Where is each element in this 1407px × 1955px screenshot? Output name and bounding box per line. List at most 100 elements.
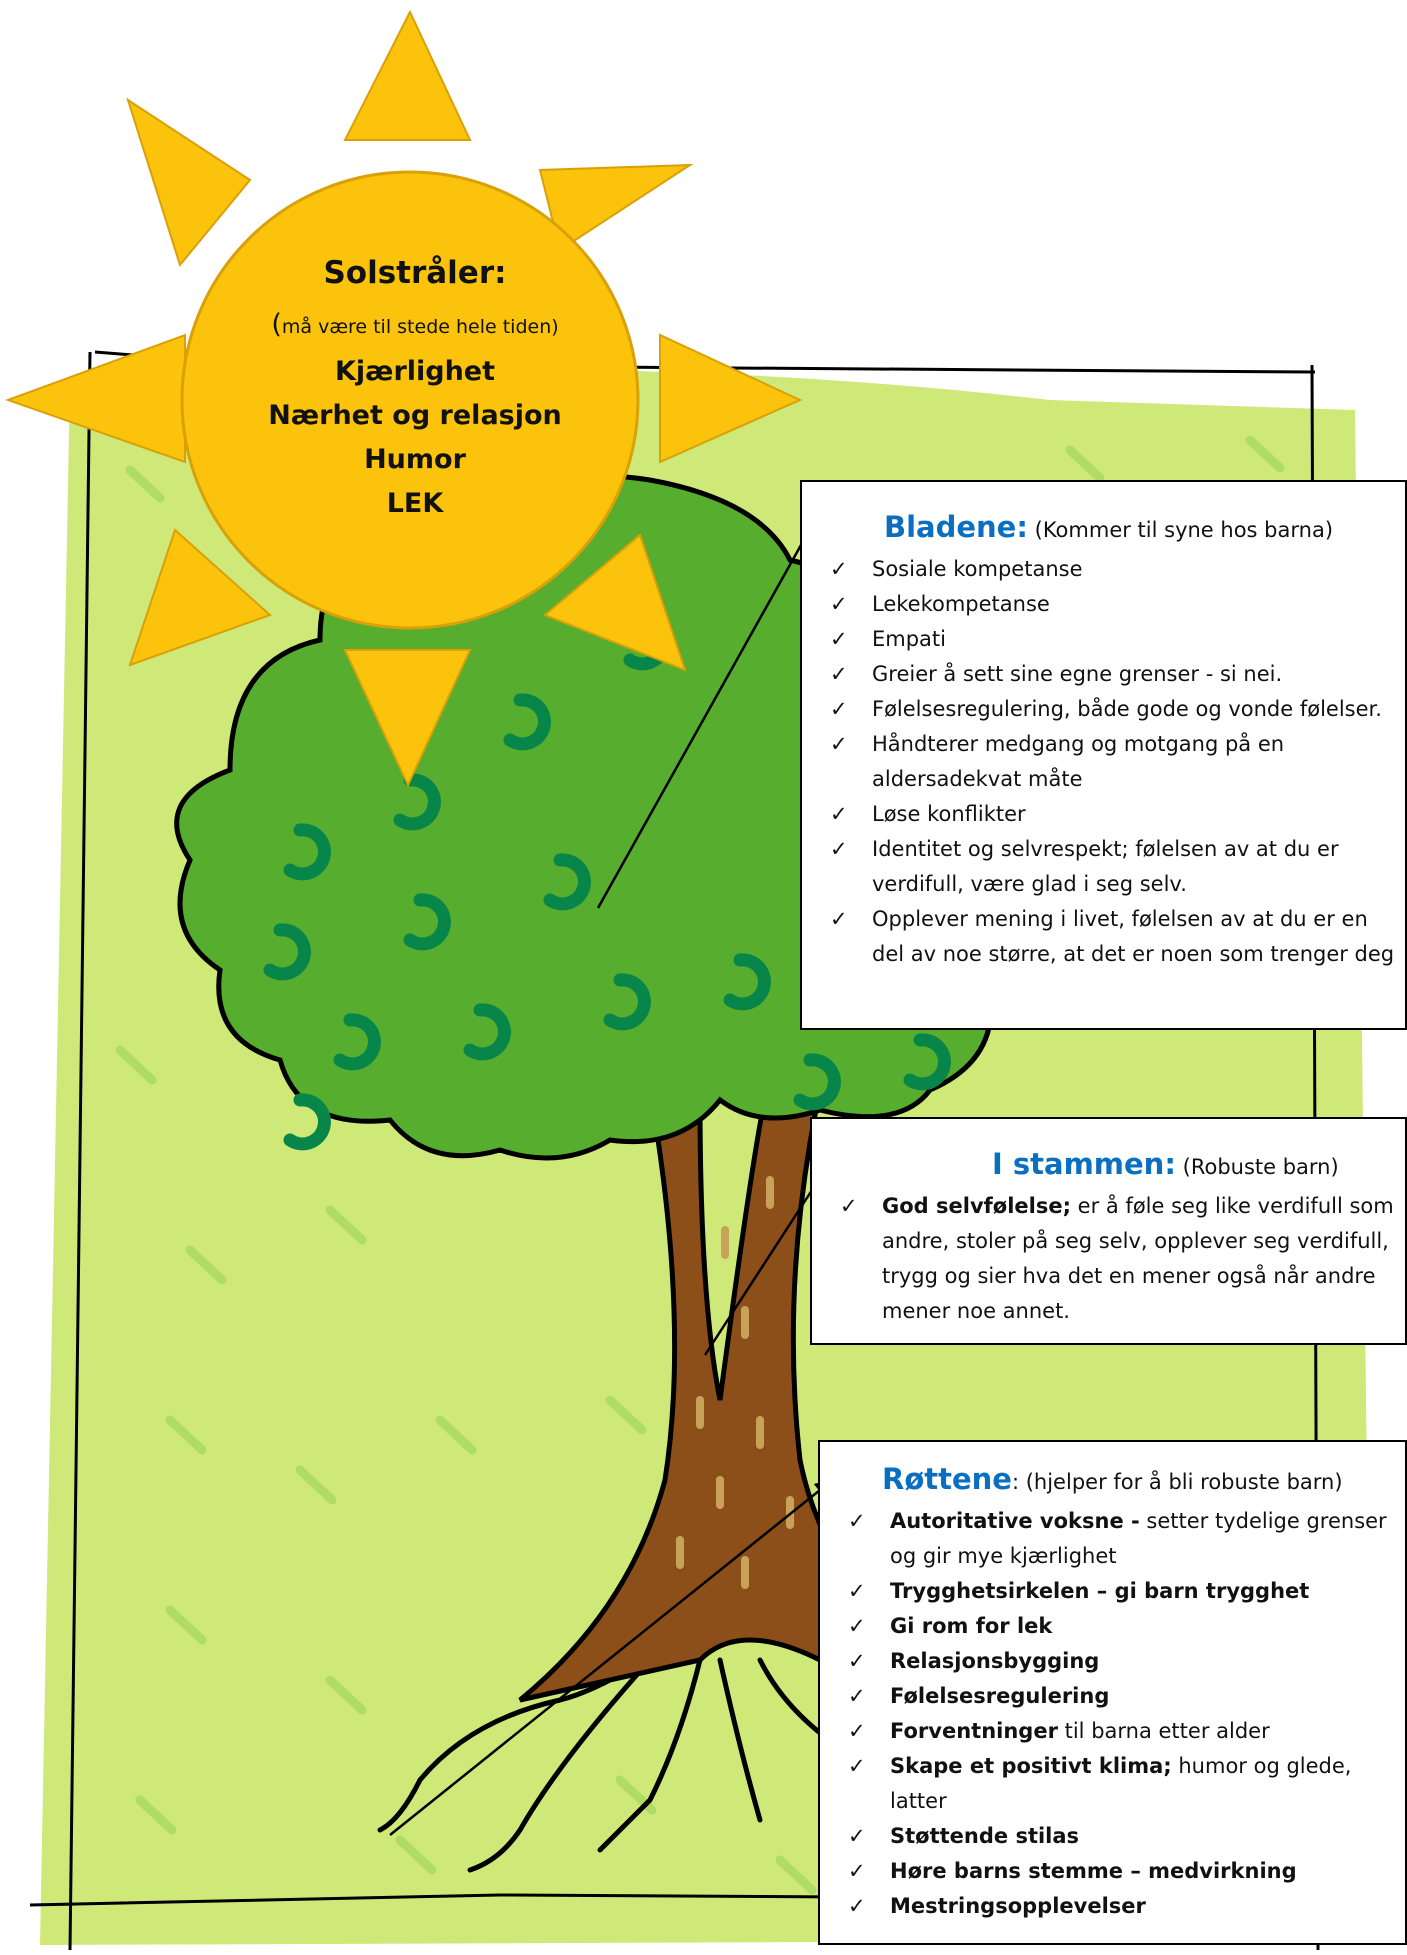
- check-icon: ✓: [830, 662, 848, 686]
- check-icon: ✓: [840, 1194, 858, 1218]
- list-item-bold: Trygghetsirkelen – gi barn trygghet: [890, 1579, 1310, 1603]
- check-icon: ✓: [830, 907, 848, 931]
- list-item: ✓ God selvfølelse; er å føle seg like ver…: [840, 1189, 1402, 1329]
- list-item: ✓ Trygghetsirkelen – gi barn trygghet: [848, 1574, 1400, 1609]
- list-item: ✓ Forventninger til barna etter alder: [848, 1714, 1400, 1749]
- trunk-subheading: (Robuste barn): [1182, 1155, 1339, 1179]
- list-item-bold: Gi rom for lek: [890, 1614, 1053, 1638]
- check-icon: ✓: [830, 732, 848, 756]
- sun-subtitle: (må være til stede hele tiden): [170, 309, 660, 340]
- list-item: ✓ Empati: [830, 622, 1402, 657]
- roots-heading-colon: :: [1011, 1470, 1020, 1494]
- leaves-callout: Bladene: (Kommer til syne hos barna) ✓ So…: [800, 480, 1407, 1030]
- list-item-bold: Mestringsopplevelser: [890, 1894, 1146, 1918]
- check-icon: ✓: [848, 1684, 866, 1708]
- check-icon: ✓: [848, 1719, 866, 1743]
- list-item-text: Sosiale kompetanse: [872, 557, 1083, 581]
- list-item: ✓ Håndterer medgang og motgang på en alde…: [830, 727, 1402, 797]
- list-item-text: til barna etter alder: [1057, 1719, 1270, 1743]
- check-icon: ✓: [848, 1579, 866, 1603]
- list-item-bold: God selvfølelse;: [882, 1194, 1071, 1218]
- trunk-list: ✓ God selvfølelse; er å føle seg like ver…: [840, 1189, 1402, 1329]
- list-item-bold: Skape et positivt klima;: [890, 1754, 1172, 1778]
- check-icon: ✓: [830, 627, 848, 651]
- list-item-text-a: Opplever mening i livet: [872, 907, 1119, 931]
- list-item-bold: Høre barns stemme – medvirkning: [890, 1859, 1297, 1883]
- check-icon: ✓: [830, 557, 848, 581]
- list-item: ✓ Skape et positivt klima; humor og glede…: [848, 1749, 1400, 1819]
- list-item: ✓ Opplever mening i livet, følelsen av at…: [830, 902, 1402, 972]
- tree-trunk: [518, 1077, 905, 1703]
- check-icon: ✓: [848, 1894, 866, 1918]
- sun-title: Solstråler:: [323, 255, 507, 291]
- check-icon: ✓: [848, 1614, 866, 1638]
- check-icon: ✓: [848, 1754, 866, 1778]
- sun-item: LEK: [386, 488, 444, 519]
- check-icon: ✓: [848, 1649, 866, 1673]
- leaves-subheading: (Kommer til syne hos barna): [1034, 518, 1334, 542]
- list-item: ✓ Støttende stilas: [848, 1819, 1400, 1854]
- list-item-text: Løse konflikter: [872, 802, 1026, 826]
- list-item-text: er å føle seg like verdifull som andre, …: [882, 1194, 1394, 1323]
- trunk-callout: I stammen: (Robuste barn) ✓ God selvfølel…: [810, 1117, 1407, 1345]
- list-item-bold: Relasjonsbygging: [890, 1649, 1100, 1673]
- sun-subtitle-text: må være til stede hele tiden): [281, 316, 559, 338]
- list-item-bold: Følelsesregulering: [890, 1684, 1110, 1708]
- roots-list: ✓ Autoritative voksne - setter tydelige g…: [848, 1504, 1400, 1924]
- list-item: ✓ Sosiale kompetanse: [830, 552, 1402, 587]
- list-item-text: Identitet og selvrespekt; følelsen av at…: [872, 837, 1339, 896]
- list-item: ✓ Høre barns stemme – medvirkning: [848, 1854, 1400, 1889]
- roots-heading: Røttene: [882, 1462, 1012, 1496]
- list-item-text: Følelsesregulering, både gode og vonde f…: [872, 697, 1382, 721]
- leaf-swirls: [263, 613, 951, 1151]
- roots-heading-row: Røttene: (hjelper for å bli robuste barn…: [882, 1462, 1343, 1496]
- sun-disc: [180, 170, 640, 630]
- list-item-text: Håndterer medgang og motgang på en alder…: [872, 732, 1285, 791]
- list-item: ✓ Gi rom for lek: [848, 1609, 1400, 1644]
- check-icon: ✓: [848, 1859, 866, 1883]
- list-item-bold: Forventninger: [890, 1719, 1058, 1743]
- list-item-text: Greier å sett sine egne grenser - si nei…: [872, 662, 1283, 686]
- list-item: ✓ Følelsesregulering: [848, 1679, 1400, 1714]
- check-icon: ✓: [830, 592, 848, 616]
- arrow-to-leaves: [596, 516, 817, 909]
- sun-subtitle-paren: (: [271, 309, 282, 340]
- list-item: ✓ Greier å sett sine egne grenser - si ne…: [830, 657, 1402, 692]
- check-icon: ✓: [848, 1824, 866, 1848]
- check-icon: ✓: [848, 1509, 866, 1533]
- trunk-marks: [676, 1176, 794, 1589]
- leaves-list: ✓ Sosiale kompetanse ✓ Lekekompetanse ✓ Emp…: [830, 552, 1402, 972]
- sun-item: Nærhet og relasjon: [268, 400, 562, 431]
- list-item: ✓ Mestringsopplevelser: [848, 1889, 1400, 1924]
- list-item-bold: Autoritative voksne -: [890, 1509, 1140, 1533]
- list-item: ✓ Identitet og selvrespekt; følelsen av a…: [830, 832, 1402, 902]
- list-item: ✓ Relasjonsbygging: [848, 1644, 1400, 1679]
- leaves-heading: Bladene:: [884, 510, 1028, 544]
- list-item: ✓ Løse konflikter: [830, 797, 1402, 832]
- sun-item: Humor: [364, 444, 466, 475]
- list-item: ✓ Autoritative voksne - setter tydelige g…: [848, 1504, 1400, 1574]
- sun-item: Kjærlighet: [334, 356, 496, 387]
- check-icon: ✓: [830, 697, 848, 721]
- trunk-heading-row: I stammen: (Robuste barn): [992, 1147, 1339, 1181]
- list-item-text: Lekekompetanse: [872, 592, 1050, 616]
- list-item-bold: Støttende stilas: [890, 1824, 1080, 1848]
- sun-label: Solstråler: (må være til stede hele tide…: [170, 255, 660, 526]
- check-icon: ✓: [830, 802, 848, 826]
- check-icon: ✓: [830, 837, 848, 861]
- list-item-text-b: , følelsen av at du er en del av noe stø…: [872, 907, 1395, 966]
- roots-subheading: (hjelper for å bli robuste barn): [1019, 1470, 1343, 1494]
- list-item-text: humor og glede, latter: [890, 1754, 1352, 1813]
- trunk-heading: I stammen:: [992, 1147, 1176, 1181]
- grass-dashes: [115, 435, 1285, 1895]
- list-item: ✓ Lekekompetanse: [830, 587, 1402, 622]
- tree-canopy: [174, 472, 994, 1161]
- list-item-text: setter tydelige grenser og gir mye kjærl…: [890, 1509, 1387, 1568]
- roots-callout: Røttene: (hjelper for å bli robuste barn…: [818, 1440, 1407, 1945]
- list-item: ✓ Følelsesregulering, både gode og vonde …: [830, 692, 1402, 727]
- arrow-to-roots: [389, 1479, 833, 1836]
- list-item-text: Empati: [872, 627, 946, 651]
- sun-rays: [5, 9, 803, 788]
- leaves-heading-row: Bladene: (Kommer til syne hos barna): [884, 510, 1333, 544]
